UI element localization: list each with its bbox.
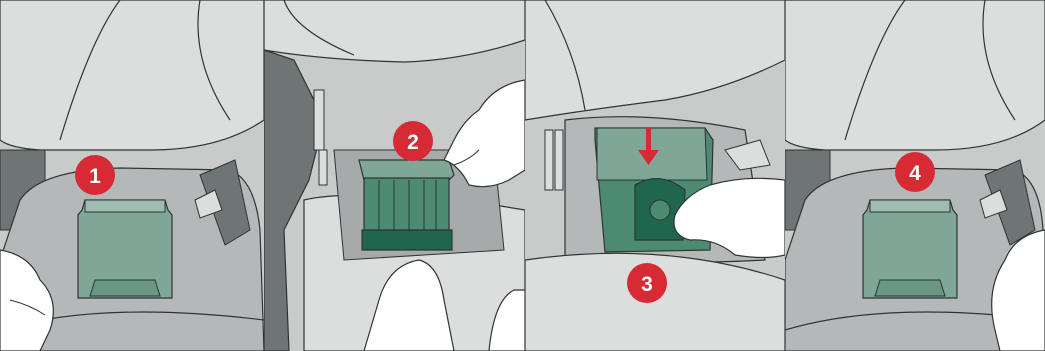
filter-cassette — [358, 159, 455, 251]
step-number-2: 2 — [407, 131, 419, 154]
step-panel-1: 1 — [0, 0, 264, 351]
down-arrow-icon — [638, 128, 659, 165]
step-badge-4: 4 — [895, 152, 935, 192]
step-number-4: 4 — [909, 162, 921, 185]
step-panel-4: 4 — [785, 0, 1045, 351]
step-panel-2: 2 — [264, 0, 525, 351]
step-number-1: 1 — [89, 165, 101, 188]
step-number-3: 3 — [641, 273, 653, 296]
filter-cassette — [77, 199, 173, 299]
step-badge-3: 3 — [627, 263, 667, 303]
step-badge-2: 2 — [393, 121, 433, 161]
step-panel-3: 3 — [525, 0, 785, 351]
step-badge-1: 1 — [75, 155, 115, 195]
filter-cassette — [862, 199, 958, 299]
